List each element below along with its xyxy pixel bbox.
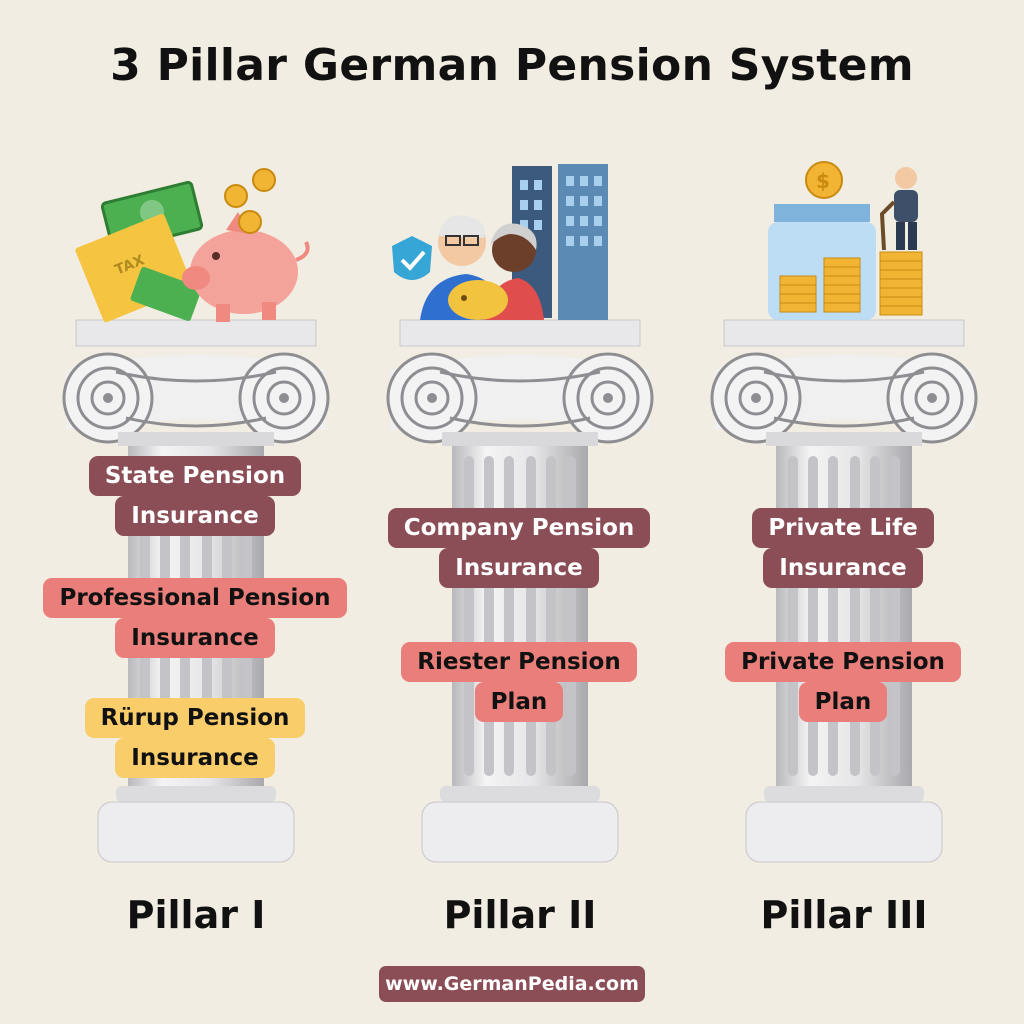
- coin-jar-icon: [768, 204, 876, 320]
- column-pillar-3: $: [710, 161, 978, 864]
- pillar-3-label: Pillar III: [760, 893, 928, 937]
- pillar-3-item-private-pension: Private Pension Plan: [683, 642, 1003, 722]
- pillar-3-item-private-life: Private Life Insurance: [683, 508, 1003, 588]
- page-title: 3 Pillar German Pension System: [110, 40, 914, 91]
- svg-text:$: $: [816, 169, 830, 193]
- coin-stack-icon: [779, 257, 861, 313]
- pillar-1-item-rurup-pension: Rürup Pension Insurance: [35, 698, 355, 778]
- shield-check-icon: [392, 236, 432, 280]
- pillar-1-item-professional-pension: Professional Pension Insurance: [35, 578, 355, 658]
- pillar-2-item-company-pension: Company Pension Insurance: [359, 508, 679, 588]
- pillar-2-label: Pillar II: [443, 893, 597, 937]
- column-pillar-1: TAX: [62, 168, 330, 864]
- coin-stack-icon: [879, 251, 923, 316]
- pillar-1-label: Pillar I: [126, 893, 266, 937]
- piggy-bank-icon: [182, 212, 310, 322]
- dollar-coin-icon: $: [805, 161, 843, 199]
- tax-document-icon: TAX: [75, 213, 202, 323]
- column-pillar-2: [386, 164, 654, 864]
- website-link[interactable]: www.GermanPedia.com: [379, 966, 645, 1002]
- pillar-1-item-state-pension: State Pension Insurance: [35, 456, 355, 536]
- pillar-2-item-riester-pension: Riester Pension Plan: [359, 642, 679, 722]
- coin-icon: [224, 168, 276, 234]
- piggy-bank-icon: [448, 280, 508, 320]
- elderly-person-icon: [879, 167, 918, 251]
